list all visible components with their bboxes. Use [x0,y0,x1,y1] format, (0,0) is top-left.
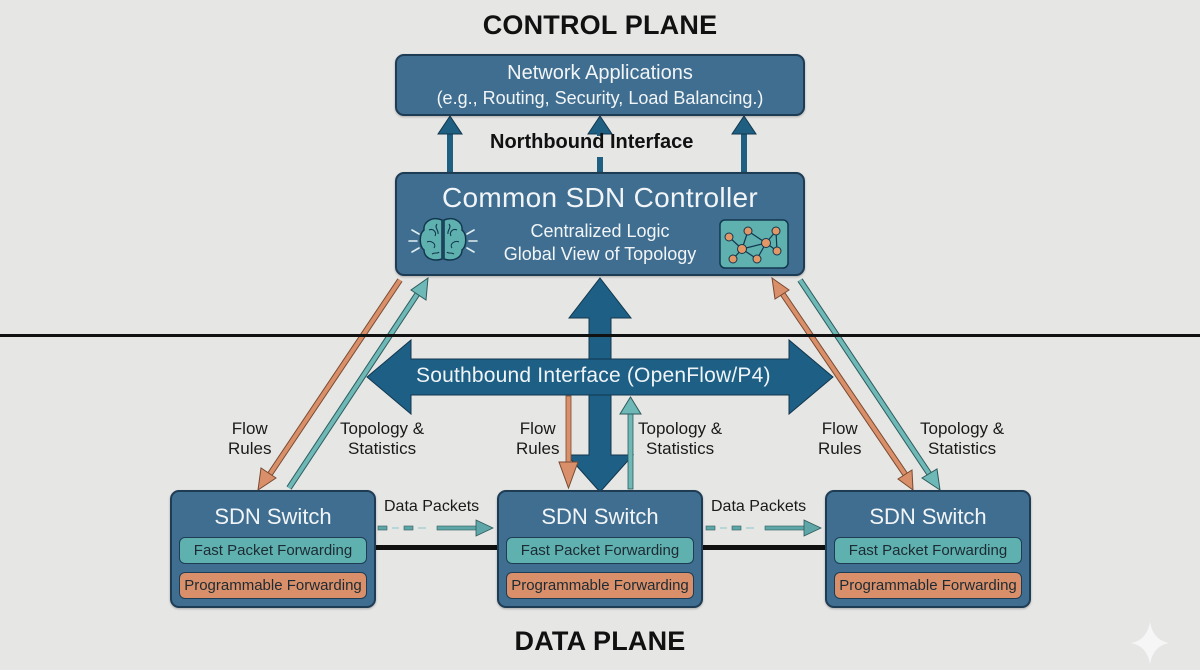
northbound-arrow-center [587,115,613,174]
flow-rules-line-2: Rules [818,439,862,458]
controller-line-1: Centralized Logic [530,221,670,241]
fast-packet-forwarding: Fast Packet Forwarding [179,537,367,564]
sparkle-icon [1131,622,1169,664]
network-applications-title: Network Applications [507,62,693,84]
topology-line-2: Statistics [928,439,997,458]
flow-rules-line-2: Rules [516,439,560,458]
programmable-forwarding: Programmable Forwarding [506,572,694,599]
topology-line-1: Topology & [638,419,723,438]
flow-rules-arrow-middle [558,395,579,490]
fast-packet-forwarding: Fast Packet Forwarding [834,537,1022,564]
programmable-forwarding: Programmable Forwarding [834,572,1022,599]
flow-rules-line-1: Flow [821,419,858,438]
topology-label-right: Topology & Statistics [920,419,1004,459]
network-topology-icon [719,219,789,269]
flow-rules-label-right: Flow Rules [818,419,861,459]
flow-rules-label-middle: Flow Rules [516,419,559,459]
flow-rules-label-left: Flow Rules [228,419,271,459]
topology-label-middle: Topology & Statistics [638,419,722,459]
sdn-switch-left: SDN Switch Fast Packet Forwarding Progra… [170,490,376,608]
sdn-controller-box: Common SDN Controller Centralized Logic … [395,172,805,276]
topology-arrow-right [797,278,941,492]
flow-rules-line-2: Rules [228,439,272,458]
controller-line-2: Global View of Topology [503,244,697,264]
programmable-forwarding: Programmable Forwarding [179,572,367,599]
data-packets-label-left: Data Packets [384,498,480,515]
switch-title: SDN Switch [869,504,987,529]
topology-arrow-left [286,276,429,490]
controller-title: Common SDN Controller [442,182,758,213]
flow-rules-line-1: Flow [519,419,556,438]
topology-line-2: Statistics [646,439,715,458]
flow-rules-arrow-left [257,278,403,492]
data-plane-title: DATA PLANE [514,626,686,656]
data-packets-label-right: Data Packets [711,498,807,515]
topology-arrow-middle [619,396,642,490]
flow-rules-arrow-right [771,276,914,492]
data-packets-arrow-left [377,519,494,537]
switch-title: SDN Switch [541,504,659,529]
switch-title: SDN Switch [214,504,332,529]
topology-line-2: Statistics [348,439,417,458]
brain-icon [408,218,478,261]
topology-line-1: Topology & [920,419,1005,438]
network-applications-box: Network Applications (e.g., Routing, Sec… [395,54,805,116]
network-applications-subtitle: (e.g., Routing, Security, Load Balancing… [436,88,764,108]
flow-rules-line-1: Flow [231,419,268,438]
fast-packet-forwarding: Fast Packet Forwarding [506,537,694,564]
topology-label-left: Topology & Statistics [340,419,424,459]
northbound-arrow-right [731,115,757,174]
data-plane-link [376,545,497,550]
data-plane-link [703,545,825,550]
southbound-interface-label: Southbound Interface (OpenFlow/P4) [416,364,771,387]
northbound-interface-label: Northbound Interface [490,131,694,153]
data-packets-arrow-right [705,519,822,537]
northbound-arrow-left [437,115,463,174]
topology-line-1: Topology & [340,419,425,438]
sdn-switch-middle: SDN Switch Fast Packet Forwarding Progra… [497,490,703,608]
sdn-switch-right: SDN Switch Fast Packet Forwarding Progra… [825,490,1031,608]
plane-divider [0,334,1200,337]
control-plane-title: CONTROL PLANE [482,10,718,40]
